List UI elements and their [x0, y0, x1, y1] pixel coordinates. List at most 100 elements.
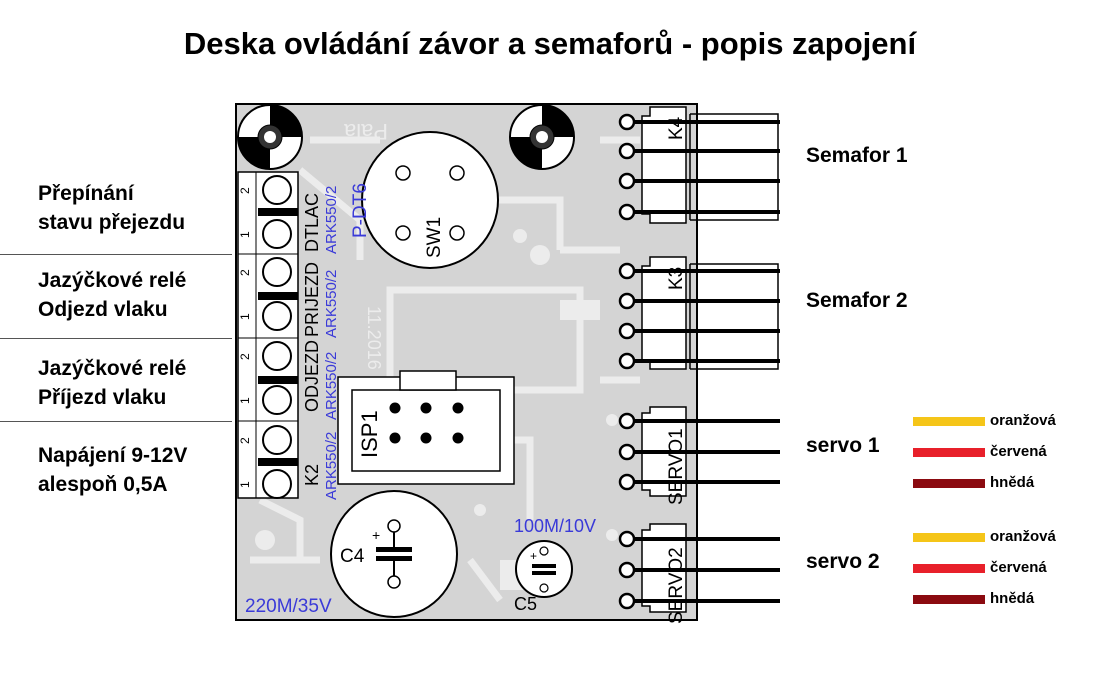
date-text: 11.2016 — [364, 306, 384, 370]
mounting-hole-left — [237, 104, 303, 170]
wire-swatch-1 — [913, 448, 985, 457]
wire-swatches — [913, 417, 985, 604]
terminal-screw — [262, 425, 292, 455]
header-outline — [690, 113, 779, 221]
terminal-screw — [262, 257, 292, 287]
label-servo-2: servo 2 — [806, 550, 880, 573]
wire1-red-label: červená — [990, 443, 1047, 460]
pin-pad — [618, 322, 636, 340]
terminal-screw — [262, 219, 292, 249]
k4-label: K4 — [666, 116, 687, 140]
sw1-label: SW1 — [424, 217, 445, 258]
terminal-pin-number: 2 — [238, 437, 252, 444]
label-servo-1: servo 1 — [806, 434, 880, 457]
c4-value: 220M/35V — [245, 596, 332, 617]
switch-type-label: P-DT6 — [350, 183, 371, 238]
label-napajeni-line2: alespoň 0,5A — [38, 473, 168, 496]
mounting-hole-right — [509, 104, 575, 170]
c4-plus: + — [372, 527, 380, 543]
terminal-name-k2: K2 — [302, 464, 322, 486]
switch-sw1: SW1 — [361, 131, 499, 269]
separator-2 — [0, 338, 232, 339]
label-prepinani: Přepínání stavu přejezdu — [38, 179, 185, 237]
terminal-separator — [258, 458, 298, 466]
terminal-pin-number: 2 — [238, 353, 252, 360]
wire2-orange-label: oranžová — [990, 528, 1056, 545]
label-odjezd-line1: Jazýčkové relé — [38, 269, 187, 292]
label-prijezd-relay: Jazýčkové relé Příjezd vlaku — [38, 354, 186, 412]
wire2-red-label: červená — [990, 559, 1047, 576]
wire-swatch-2 — [913, 479, 985, 488]
terminal-name-odjezd: ODJEZD — [302, 340, 322, 412]
terminal-type-4: ARK550/2 — [323, 432, 340, 500]
separator-1 — [0, 254, 232, 255]
pin-pad — [618, 292, 636, 310]
label-prijezd-line2: Příjezd vlaku — [38, 386, 167, 409]
capacitor-c4: + C4 — [330, 490, 458, 618]
terminal-pin-number: 1 — [238, 481, 252, 488]
label-prepinani-line1: Přepínání — [38, 182, 134, 205]
terminal-screw — [262, 469, 292, 499]
label-odjezd-relay: Jazýčkové relé Odjezd vlaku — [38, 266, 186, 324]
pin-pad — [618, 592, 636, 610]
label-odjezd-line2: Odjezd vlaku — [38, 298, 168, 321]
mirror-text: Pala — [343, 119, 388, 144]
terminal-screw — [262, 301, 292, 331]
pin-pad — [618, 113, 636, 131]
c5-plus: + — [530, 549, 537, 563]
pin-pad — [618, 262, 636, 280]
terminal-separator — [258, 292, 298, 300]
label-semafor-2: Semafor 2 — [806, 289, 908, 312]
pin-pad — [618, 443, 636, 461]
header-outline — [690, 263, 779, 370]
separator-3 — [0, 421, 232, 422]
servo2-label: SERVO2 — [666, 547, 687, 624]
wire2-brown-label: hnědá — [990, 590, 1035, 607]
wire1-brown-label: hnědá — [990, 474, 1035, 491]
c5-label: C5 — [514, 594, 537, 614]
terminal-type-2: ARK550/2 — [323, 270, 340, 338]
c5-value: 100M/10V — [514, 516, 596, 536]
label-prijezd-line1: Jazýčkové relé — [38, 357, 187, 380]
label-semafor-1: Semafor 1 — [806, 144, 908, 167]
capacitor-c5: + C5 — [514, 540, 573, 614]
label-napajeni: Napájení 9-12V alespoň 0,5A — [38, 441, 187, 499]
wire-swatch-1 — [913, 564, 985, 573]
c4-label: C4 — [340, 546, 365, 567]
wire-swatch-0 — [913, 533, 985, 542]
terminal-screws: 2 1 2 1 2 1 2 1 — [238, 175, 298, 499]
pin-pad — [618, 412, 636, 430]
terminal-name-dtlac: DTLAC — [302, 193, 322, 252]
wire1-orange-label: oranžová — [990, 412, 1056, 429]
pin-pad — [618, 561, 636, 579]
label-prepinani-line2: stavu přejezdu — [38, 211, 186, 234]
pin-pad — [618, 172, 636, 190]
pin-pad — [618, 142, 636, 160]
terminal-separator — [258, 208, 298, 216]
page-title: Deska ovládání závor a semaforů - popis … — [183, 26, 917, 61]
wire-swatch-0 — [913, 417, 985, 426]
wire-swatch-2 — [913, 595, 985, 604]
terminal-screw — [262, 385, 292, 415]
servo1-label: SERVO1 — [666, 428, 687, 505]
terminal-pin-number: 1 — [238, 231, 252, 238]
terminal-name-prijezd: PRIJEZD — [302, 262, 322, 337]
terminal-type-1: ARK550/2 — [323, 186, 340, 254]
terminal-type-3: ARK550/2 — [323, 352, 340, 420]
pin-pad — [618, 352, 636, 370]
pin-pad — [618, 203, 636, 221]
pin-pad — [618, 473, 636, 491]
terminal-separator — [258, 376, 298, 384]
pin-pad — [618, 530, 636, 548]
label-napajeni-line1: Napájení 9-12V — [38, 444, 188, 467]
connector-pins — [618, 113, 780, 610]
terminal-labels: DTLAC PRIJEZD ODJEZD K2 ARK550/2 ARK550/… — [302, 186, 340, 500]
terminal-pin-number: 1 — [238, 313, 252, 320]
terminal-pin-number: 2 — [238, 269, 252, 276]
terminal-pin-number: 2 — [238, 187, 252, 194]
isp1-label: ISP1 — [357, 410, 382, 458]
terminal-pin-number: 1 — [238, 397, 252, 404]
isp1-connector: ISP1 — [337, 370, 515, 485]
terminal-screw — [262, 341, 292, 371]
